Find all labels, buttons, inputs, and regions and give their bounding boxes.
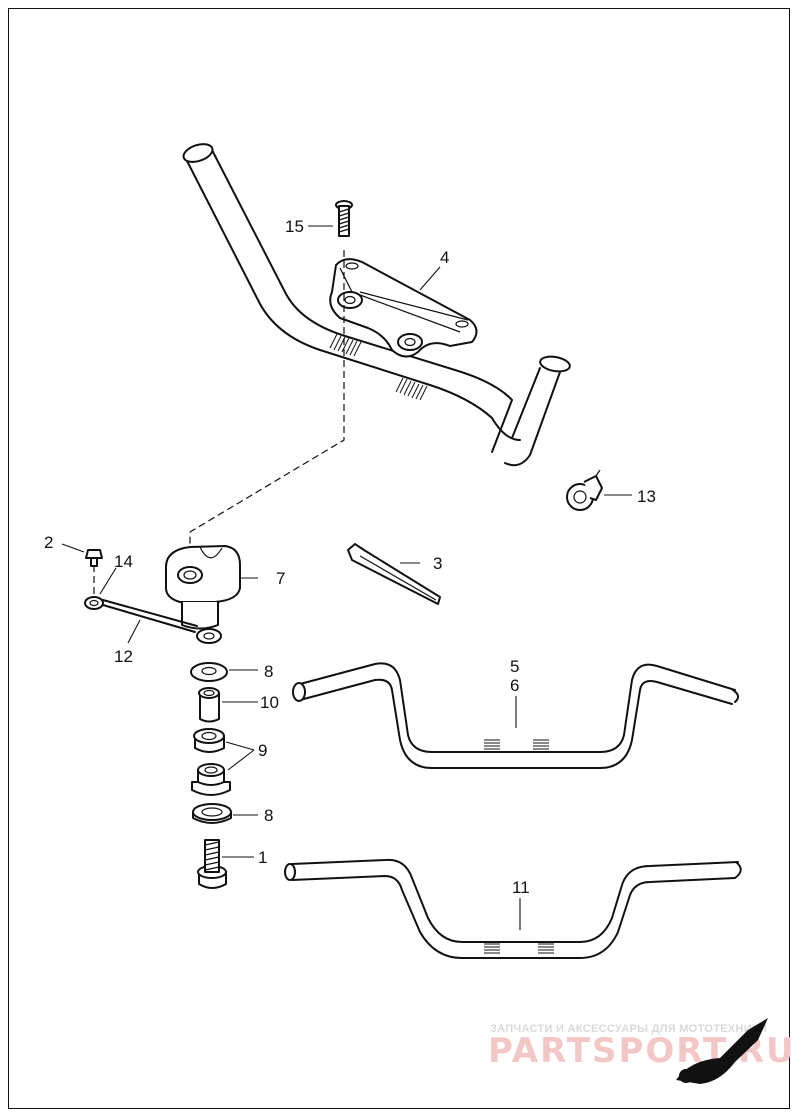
cable-clip <box>566 469 603 511</box>
handlebar-top-knurl-right <box>395 377 428 401</box>
callout-8-upper: 8 <box>264 662 273 681</box>
spacer-sleeve <box>198 687 220 723</box>
assembly-line-upper <box>189 250 345 560</box>
callout-7: 7 <box>276 569 285 588</box>
callout-5: 5 <box>510 657 519 676</box>
washer-lower <box>192 803 232 824</box>
handlebar-bottom <box>284 858 742 959</box>
callout-13: 13 <box>637 487 656 506</box>
callout-15: 15 <box>285 217 304 236</box>
bushing-upper <box>193 728 225 753</box>
screw-clamp <box>335 200 353 237</box>
bushing-lower <box>191 763 231 796</box>
watermark-caption: ЗАПЧАСТИ И АКСЕССУАРЫ ДЛЯ МОТОТЕХНИКИ <box>490 1023 767 1035</box>
cable-strap <box>347 543 441 605</box>
callout-2: 2 <box>44 533 53 552</box>
callout-1: 1 <box>258 848 267 867</box>
callout-9: 9 <box>258 741 267 760</box>
riser-top-clamp <box>329 258 478 358</box>
handlebar-middle-knurl <box>484 739 549 750</box>
handlebar-top-knurl-left <box>329 333 362 357</box>
callout-8-lower: 8 <box>264 806 273 825</box>
handlebar-bottom-knurl <box>484 943 554 954</box>
callout-3: 3 <box>433 554 442 573</box>
watermark: ЗАПЧАСТИ И АКСЕССУАРЫ ДЛЯ МОТОТЕХНИКИ PA… <box>488 1018 794 1084</box>
diagram-frame <box>8 8 790 1109</box>
washer-upper <box>190 662 228 682</box>
callouts: 15 4 13 3 7 2 14 12 8 10 9 8 1 5 6 11 <box>44 217 656 897</box>
callout-14: 14 <box>114 552 133 571</box>
callout-4: 4 <box>440 248 449 267</box>
watermark-logo-icon <box>676 1018 768 1084</box>
leader-lines <box>61 225 632 930</box>
handlebar-top <box>182 143 571 467</box>
bolt-ground-strap <box>85 549 103 567</box>
callout-11: 11 <box>512 878 530 897</box>
callout-6: 6 <box>510 676 519 695</box>
riser <box>165 545 241 630</box>
handlebar-middle <box>292 662 739 769</box>
callout-10: 10 <box>260 693 279 712</box>
ground-strap <box>84 596 222 644</box>
callout-12: 12 <box>114 647 133 666</box>
bolt-riser <box>197 839 227 889</box>
